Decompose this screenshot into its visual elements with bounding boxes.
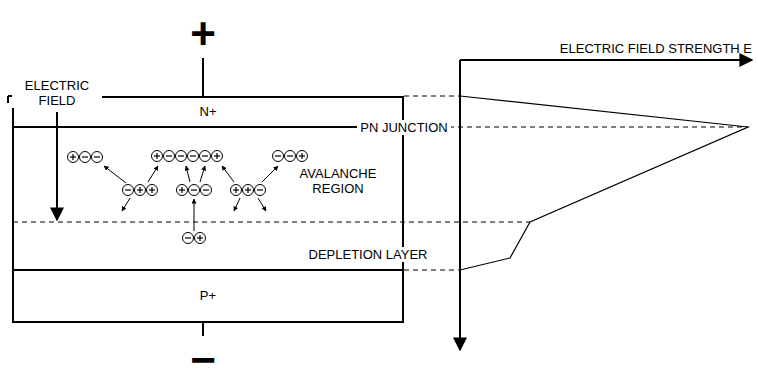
device-wall [7,96,9,103]
carrier-arrow [262,166,278,182]
electron-symbol [189,185,200,196]
junction-label: PN JUNCTION [357,120,450,135]
polarity-sign: + [190,12,216,56]
projection-line [404,96,460,97]
layer-name: N+ [200,104,217,120]
hole-symbol [68,152,79,163]
carrier-arrow [104,166,126,183]
carrier-arrow [234,198,240,211]
electron-symbol [80,152,91,163]
electron-symbol [164,151,175,162]
hole-symbol [177,185,188,196]
axis-arrow [460,59,752,61]
field-label: ELECTRIC FIELD [12,78,102,108]
region-label: AVALANCHE REGION [292,166,384,196]
hole-symbol [212,151,223,162]
hole-symbol [231,185,242,196]
axis-label: ELECTRIC FIELD STRENGTH E [560,41,752,56]
electron-symbol [123,185,134,196]
carrier-arrow [122,198,130,211]
electron-symbol [285,151,296,162]
carrier-arrow [200,166,205,182]
carrier-arrow [148,166,158,182]
projection-line [404,127,748,128]
axis-arrow [459,60,461,350]
carrier-arrows [104,166,278,231]
hole-symbol [195,233,206,244]
electron-symbol [183,233,194,244]
projection-line [404,270,460,271]
hole-symbol [152,151,163,162]
terminal-wire [202,322,204,336]
hole-symbol [297,151,308,162]
terminal-wire [202,58,204,96]
electron-symbol [201,185,212,196]
layer-name: P+ [200,288,216,304]
field-profile [460,96,748,270]
doped-layer: P+ [12,269,404,323]
electron-symbol [200,151,211,162]
carrier-arrow [222,166,234,182]
hole-symbol [243,185,254,196]
carriers [68,151,308,244]
electron-symbol [188,151,199,162]
layer-label: DEPLETION LAYER [306,247,431,262]
polarity-sign: − [190,338,216,382]
projection-line [13,222,530,223]
hole-symbol [135,185,146,196]
hole-symbol [147,185,158,196]
carrier-arrow [258,198,266,211]
carrier-arrow [194,199,195,231]
electron-symbol [273,151,284,162]
electron-symbol [92,152,103,163]
electron-symbol [255,185,266,196]
electron-symbol [176,151,187,162]
carrier-arrow [186,166,190,182]
field-arrow [56,112,58,220]
